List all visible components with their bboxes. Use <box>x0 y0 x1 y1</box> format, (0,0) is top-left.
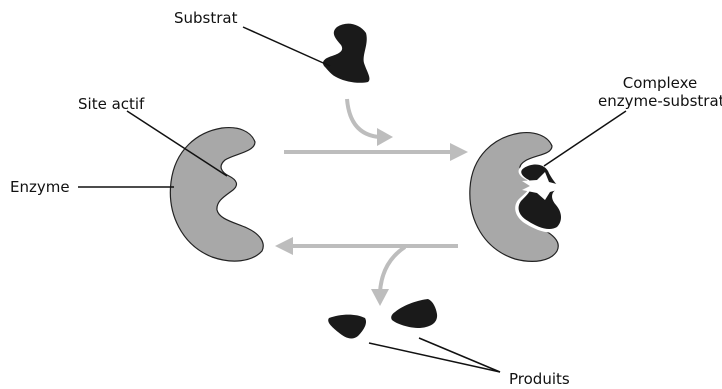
label-enzyme-substrate-complex: Complexe enzyme-substrat <box>598 74 722 110</box>
label-complex-line1: Complexe <box>622 74 698 92</box>
enzyme-substrate-complex <box>469 131 568 262</box>
forward-arrow-head <box>450 143 468 161</box>
free-enzyme-shape <box>169 126 264 262</box>
product-1-shape <box>328 314 367 339</box>
binding-highlight-star <box>522 172 568 200</box>
product-release-arrow-curve <box>378 245 407 293</box>
leader-product-2 <box>418 337 501 373</box>
product-release-arrow <box>371 245 407 306</box>
label-active-site: Site actif <box>78 95 145 113</box>
arrows <box>275 98 468 306</box>
label-enzyme: Enzyme <box>10 178 70 196</box>
product-2-shape <box>391 299 438 328</box>
leader-substrate <box>242 26 331 67</box>
leader-active-site <box>126 110 228 177</box>
substrate-binding-arrow <box>345 98 393 146</box>
backward-arrow <box>275 237 458 255</box>
label-substrate: Substrat <box>174 9 238 27</box>
substrate-binding-arrow-head <box>377 128 393 146</box>
complex-bound-substrate-shape <box>518 164 562 230</box>
leader-product-1 <box>368 342 501 373</box>
label-products: Produits <box>509 370 570 388</box>
label-complex-line2: enzyme-substrat <box>598 92 722 110</box>
products <box>328 299 438 339</box>
substrate-shape <box>322 23 370 83</box>
forward-arrow <box>284 143 468 161</box>
backward-arrow-head <box>275 237 293 255</box>
product-release-arrow-head <box>371 289 389 306</box>
substrate-binding-arrow-curve <box>345 98 381 139</box>
leader-complex <box>543 110 627 167</box>
leader-lines <box>78 26 627 373</box>
